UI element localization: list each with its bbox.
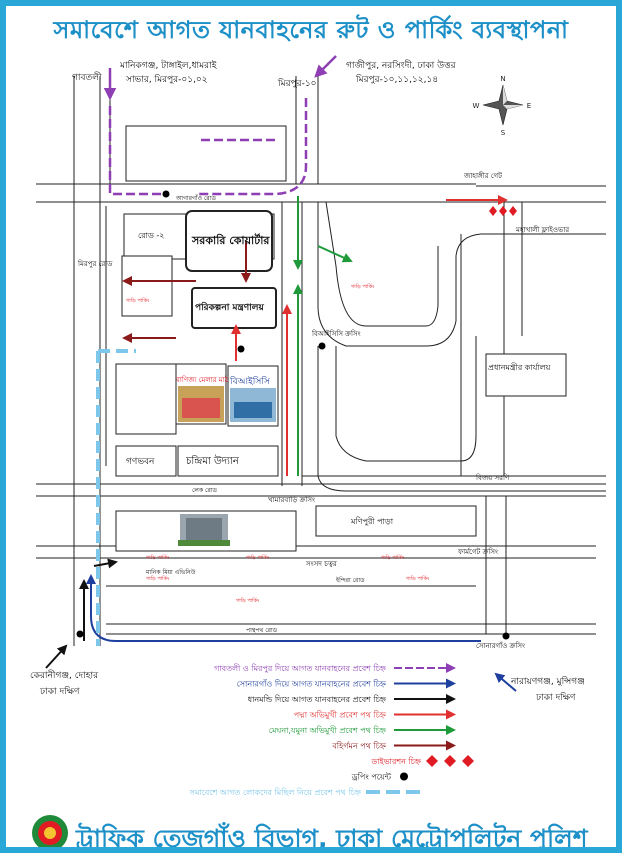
- legend-item: সোনারগাঁও দিয়ে আগত যানবাহনের প্রবেশ চিহ…: [236, 678, 456, 689]
- legend-text: সমাবেশে আগত লোকদের মিছিল নিয়ে প্রবেশ পথ…: [189, 788, 362, 797]
- legend-item: ডাইভারশন চিহ্ন: [370, 755, 474, 767]
- parliament-building-image: [178, 514, 230, 546]
- compass-rose-icon: N S W E: [473, 75, 532, 137]
- arrow-from-narayanganj: [494, 672, 517, 692]
- legend-item: বহির্গমন পথ চিহ্ন: [331, 740, 456, 751]
- label-origin-bottom-right-2: ঢাকা দক্ষিণ: [535, 692, 576, 703]
- route-padma: [231, 195, 508, 476]
- legend-item: ড্রপিং পয়েন্ট: [351, 772, 408, 782]
- label-jahangir-gate: জাহাঙ্গীর গেট: [463, 171, 502, 180]
- label-mela-math: বাণিজ্য মেলার মাঠ: [175, 375, 229, 384]
- legend-item: গাবতলী ও মিরপুর দিয়ে আগত যানবাহনের প্রব…: [214, 663, 456, 673]
- label-origin-bottom-left-2: ঢাকা দক্ষিণ: [39, 686, 80, 697]
- route-map: N S W E মানিকগঞ্জ, টাঙ্গাইল,ধামরাই সাভার…: [30, 55, 606, 797]
- label-chandrima: চন্দ্রিমা উদ্যান: [185, 454, 240, 467]
- label-parking-1: গাড়ি পার্কিং: [126, 297, 149, 304]
- legend-text: ড্রপিং পয়েন্ট: [351, 773, 392, 782]
- label-agargaon-road: আগারগাঁও রোড: [175, 194, 216, 202]
- drop-point-dot: [400, 772, 408, 781]
- label-parking-8: গাড়ি পার্কিং: [406, 575, 429, 582]
- label-origin-top-right-2: মিরপুর-১০,১১,১২,১৪: [355, 74, 438, 85]
- label-road2: রোড -২: [138, 231, 165, 240]
- legend: গাবতলী ও মিরপুর দিয়ে আগত যানবাহনের প্রব…: [189, 663, 474, 797]
- label-gabtoli: গাবতলী: [72, 71, 102, 83]
- legend-item: সমাবেশে আগত লোকদের মিছিল নিয়ে প্রবেশ পথ…: [189, 788, 426, 797]
- bicc-image: [230, 388, 276, 422]
- arrow-from-gazipur: [314, 55, 337, 78]
- label-parking-7: গাড়ি পার্কিং: [236, 597, 259, 604]
- label-parking-6: গাড়ি পার্কিং: [146, 575, 169, 582]
- svg-text:W: W: [473, 102, 480, 110]
- label-origin-top-right-1: গাজীপুর, নরসিংদী, ঢাকা উত্তর: [346, 59, 457, 71]
- label-lake-road: লেক রোড: [192, 487, 217, 494]
- legend-text: গাবতলী ও মিরপুর দিয়ে আগত যানবাহনের প্রব…: [214, 663, 387, 673]
- label-mohakhali: মহাখালী ফ্লাইওভার: [515, 225, 569, 234]
- diversion-diamond: [426, 755, 438, 767]
- legend-text: বহির্গমন পথ চিহ্ন: [331, 742, 387, 751]
- route-sonargaon: [86, 574, 481, 642]
- legend-text: সোনারগাঁও দিয়ে আগত যানবাহনের প্রবেশ চিহ…: [236, 679, 387, 689]
- label-panthapath: পান্থপথ রোড: [246, 627, 278, 634]
- road-network: [36, 76, 606, 646]
- route-meghna-jamuna: [293, 196, 353, 476]
- label-origin-bottom-left-1: কেরানীগঞ্জ, দোহার: [30, 669, 99, 681]
- label-bijoy-sarani: বিজয় সরণি: [475, 474, 510, 482]
- legend-text: পদ্মা অভিমুখী প্রবেশ পথ চিহ্ন: [294, 710, 387, 720]
- label-farmgate: ফার্মগেট ক্রসিং: [457, 547, 498, 556]
- route-procession: [96, 349, 136, 646]
- label-sarkari-quarter: সরকারি কোয়ার্টার: [191, 233, 270, 247]
- label-manik-mia: মানিক মিয়া এভিনিউ: [145, 568, 196, 576]
- route-exit: [122, 241, 251, 343]
- svg-text:E: E: [527, 102, 531, 110]
- svg-text:N: N: [500, 75, 505, 83]
- legend-text: ডাইভারশন চিহ্ন: [370, 757, 422, 766]
- label-mirpur10: মিরপুর-১০: [277, 78, 317, 89]
- footer: ট্রাফিক তেজগাঁও বিভাগ, ঢাকা মেট্রোপলিটন …: [6, 811, 616, 853]
- fair-ground-image: [178, 386, 224, 422]
- label-parking-4: গাড়ি পার্কিং: [246, 554, 269, 561]
- label-indira-road: ইন্দিরা রোড: [335, 577, 365, 584]
- label-sonargaon: সোনারগাঁও ক্রসিং: [476, 641, 525, 650]
- legend-text: মেঘনা,যমুনা অভিমুখী প্রবেশ পথ চিহ্ন: [269, 725, 387, 735]
- arrow-from-keraniganj: [45, 644, 68, 669]
- page-title: সমাবেশে আগত যানবাহনের রুট ও পার্কিং ব্যব…: [53, 16, 569, 44]
- label-origin-top-left-2: সাভার, মিরপুর-০১,০২: [125, 74, 208, 85]
- label-khamarbari: খামারবাড়ি ক্রসিং: [268, 496, 315, 504]
- label-bicc: বিআইসিসি: [229, 376, 271, 387]
- route-dhanmondi: [79, 558, 118, 641]
- label-parking-3: গাড়ি পার্কিং: [146, 554, 169, 561]
- label-pm-office: প্রধানমন্ত্রীর কার্যালয়: [488, 362, 551, 372]
- label-manipuri-para: মণিপুরী পাড়া: [350, 516, 394, 526]
- label-gonobhaban: গণভবন: [126, 457, 155, 467]
- label-parking-2: গাড়ি পার্কিং: [351, 283, 374, 290]
- label-bicc-crossing: বিআইসিসি ক্রসিং: [311, 330, 361, 338]
- drop-points: [76, 190, 510, 640]
- legend-text: ধানমন্ডি দিয়ে আগত যানবাহনের প্রবেশ চিহ্…: [248, 695, 387, 704]
- footer-title: ট্রাফিক তেজগাঁও বিভাগ, ঢাকা মেট্রোপলিটন …: [76, 824, 588, 853]
- label-origin-top-left-1: মানিকগঞ্জ, টাঙ্গাইল,ধামরাই: [119, 59, 217, 71]
- dmp-police-logo-icon: [32, 815, 68, 847]
- building-blocks: [115, 125, 567, 552]
- legend-item: ধানমন্ডি দিয়ে আগত যানবাহনের প্রবেশ চিহ্…: [248, 694, 456, 704]
- route-gabtoli-mirpur: [108, 98, 308, 196]
- diversion-diamond: [462, 755, 474, 767]
- diversion-diamond: [444, 755, 456, 767]
- label-planning-ministry: পরিকল্পনা মন্ত্রণালয়: [195, 301, 264, 313]
- legend-item: মেঘনা,যমুনা অভিমুখী প্রবেশ পথ চিহ্ন: [269, 725, 456, 735]
- label-parking-5: গাড়ি পার্কিং: [381, 554, 404, 561]
- label-mirpur-road: মিরপুর রোড: [77, 260, 113, 268]
- svg-text:S: S: [501, 129, 506, 137]
- label-origin-bottom-right-1: নারায়ণগঞ্জ, মুন্সিগঞ্জ: [510, 676, 585, 687]
- diversion-marks: [489, 206, 517, 216]
- label-sangsad-chottor: সংসদ চত্বর: [305, 560, 337, 568]
- legend-item: পদ্মা অভিমুখী প্রবেশ পথ চিহ্ন: [294, 709, 456, 720]
